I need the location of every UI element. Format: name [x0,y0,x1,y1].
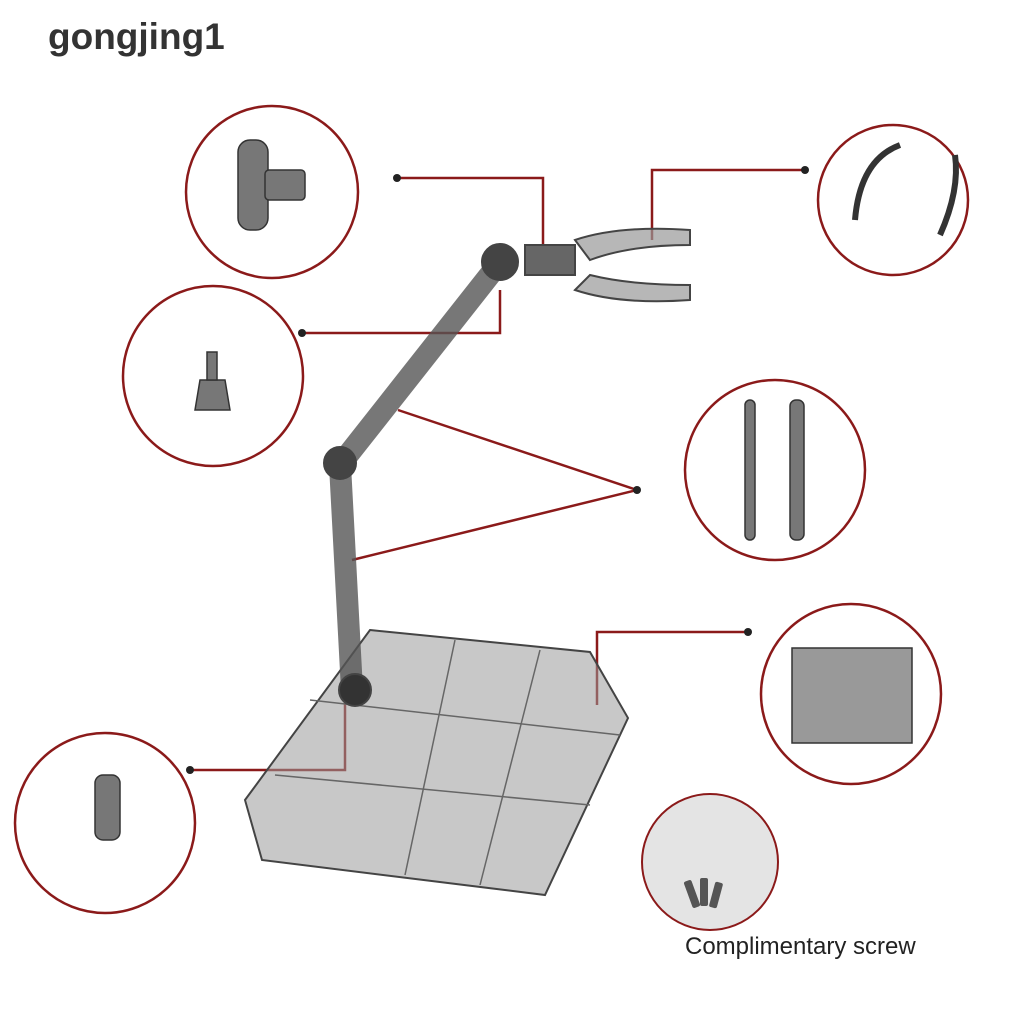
screws [684,878,723,909]
stand-base [243,628,630,897]
callout-circle-base-joint [13,731,197,915]
callout-circle-base [759,602,943,786]
callout-circle-clamps [816,123,970,277]
callout-circle-connector [184,104,360,280]
part-thumbnails [94,139,959,841]
callout-circle-ball-joint [121,284,305,468]
callout-circle-arms [683,378,867,562]
screw-circle [641,793,779,931]
screw-caption: Complimentary screw [685,933,916,960]
watermark: gongjing1 [48,16,225,57]
stand [243,227,691,897]
